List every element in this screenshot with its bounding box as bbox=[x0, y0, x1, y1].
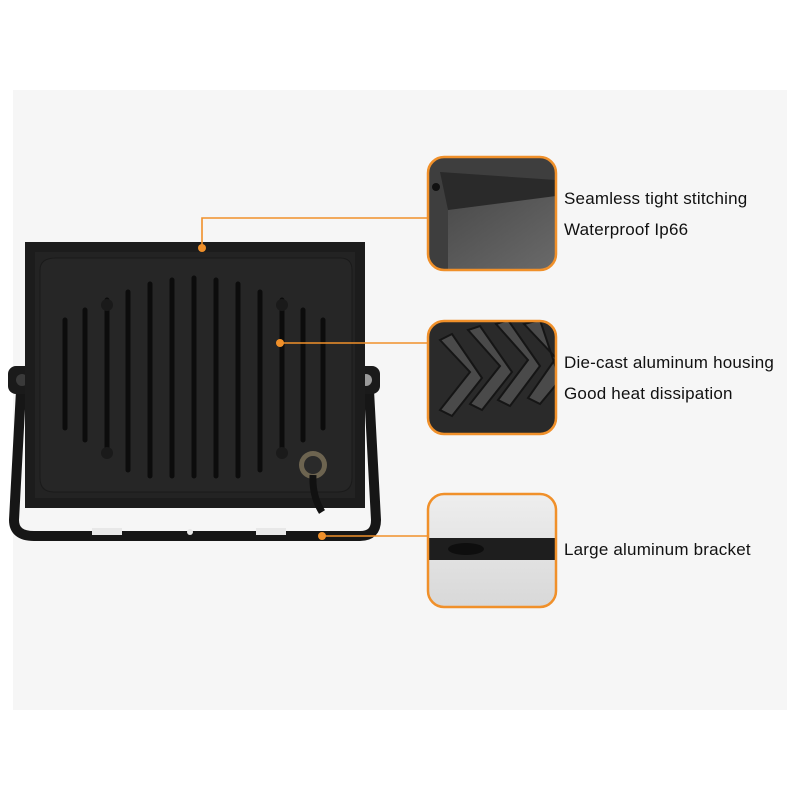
callout-housing-line-1: Die-cast aluminum housing bbox=[564, 353, 775, 372]
callout-housing-line-2: Good heat dissipation bbox=[564, 384, 733, 403]
callout-seam-line-2: Waterproof Ip66 bbox=[564, 220, 689, 239]
detail-inset-bracket bbox=[426, 492, 558, 609]
callout-bracket-line-1: Large aluminum bracket bbox=[564, 540, 751, 559]
heat-sink-fins bbox=[62, 275, 326, 479]
callout-seam-text: Seamless tight stitching Waterproof Ip66 bbox=[564, 183, 747, 245]
callout-bracket-text: Large aluminum bracket bbox=[564, 534, 751, 565]
detail-inset-seam bbox=[426, 155, 558, 272]
callout-seam-line-1: Seamless tight stitching bbox=[564, 189, 748, 208]
detail-inset-fins bbox=[426, 319, 558, 436]
housing-screw-bosses bbox=[101, 299, 288, 459]
callout-housing-text: Die-cast aluminum housing Good heat diss… bbox=[564, 347, 774, 409]
callout-leader-lines bbox=[198, 217, 428, 540]
cable-gland bbox=[299, 451, 327, 514]
